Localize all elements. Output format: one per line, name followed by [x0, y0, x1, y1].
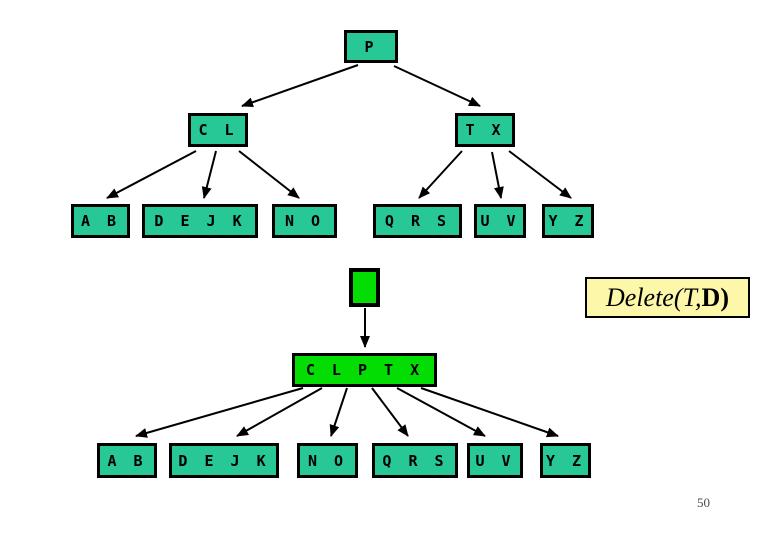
node-root-p: P	[344, 30, 398, 63]
node-ab-after: A B	[97, 443, 157, 478]
node-clptx-merged-root: C L P T X	[292, 353, 437, 387]
empty-root-box	[349, 268, 380, 307]
node-dejk-before: D E J K	[142, 204, 258, 238]
operation-label: Delete(T,D)	[585, 277, 750, 318]
page-number: 50	[697, 495, 710, 510]
edge-clptx-qrs	[371, 387, 409, 437]
edge-clptx-no	[329, 387, 348, 437]
edge-tx-yz	[508, 150, 572, 199]
edge-tx-qrs	[418, 150, 463, 199]
node-yz-after: Y Z	[540, 443, 591, 478]
node-uv-after: U V	[467, 443, 523, 478]
edge-clptx-dejk	[236, 387, 323, 437]
edge-clptx-uv	[396, 387, 486, 437]
edge-clptx-yz	[420, 387, 559, 438]
edge-cl-dejk	[201, 150, 217, 199]
edge-tx-uv	[491, 151, 504, 199]
operation-label-prefix: Delete(T,	[606, 282, 702, 312]
node-qrs-before: Q R S	[373, 204, 462, 238]
node-tx: T X	[455, 113, 515, 147]
node-cl: C L	[188, 113, 248, 147]
edge-cl-ab	[106, 150, 197, 199]
edge-cl-no	[238, 150, 300, 199]
node-qrs-after: Q R S	[372, 443, 458, 478]
edge-p-tx	[393, 65, 481, 107]
node-yz-before: Y Z	[542, 204, 594, 238]
operation-label-suffix: D)	[701, 282, 729, 312]
node-no-before: N O	[272, 204, 337, 238]
node-uv-before: U V	[474, 204, 526, 238]
node-dejk-after: D E J K	[169, 443, 279, 478]
node-no-after: N O	[297, 443, 358, 478]
edge-p-cl	[241, 64, 359, 108]
node-ab-before: A B	[71, 204, 130, 238]
edge-clptx-ab	[135, 387, 304, 438]
